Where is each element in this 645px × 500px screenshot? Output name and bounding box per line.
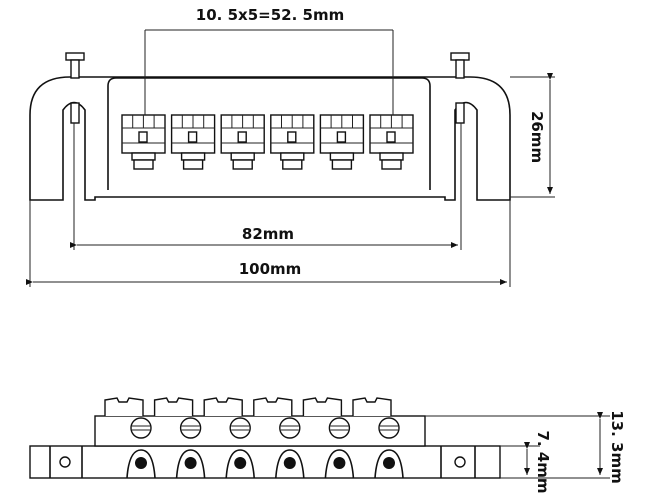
string-slot	[324, 449, 355, 479]
right-post	[450, 52, 470, 124]
intonation-screw	[378, 417, 400, 439]
intonation-screw	[328, 417, 351, 439]
bridge-body-outline	[29, 76, 511, 201]
string-hole	[184, 457, 197, 469]
string-hole	[333, 457, 346, 469]
height-label: 26mm	[528, 111, 546, 163]
saddle-top	[170, 114, 216, 170]
saddle-side	[253, 397, 305, 479]
string-slot	[175, 449, 206, 479]
saddle-housing	[107, 77, 431, 190]
saddle-side	[203, 397, 255, 479]
total-height-label: 13. 3mm	[608, 410, 626, 484]
saddle-top	[270, 114, 315, 170]
intonation-screw	[179, 417, 202, 439]
saddle-top	[319, 114, 365, 170]
saddles-top-view	[121, 114, 414, 170]
string-hole	[383, 457, 395, 469]
saddle-side	[104, 397, 156, 479]
base-plate	[29, 445, 501, 479]
overall-width-label: 100mm	[239, 260, 302, 278]
saddle-top	[220, 114, 265, 170]
string-slot	[225, 449, 255, 479]
base-height-label: 7. 4mm	[534, 430, 552, 493]
saddle-top	[121, 114, 166, 170]
left-post	[65, 52, 85, 124]
mount-hole-left	[59, 456, 71, 468]
intonation-screw	[229, 417, 251, 439]
saddle-side	[302, 397, 355, 479]
top-view: 10. 5x5=52. 5mm 26mm 82mm 100mm	[26, 6, 555, 287]
string-hole	[135, 457, 147, 469]
side-view: 13. 3mm 7. 4mm	[29, 397, 626, 494]
intonation-screw	[130, 417, 152, 439]
saddles-side-view	[104, 397, 404, 479]
post-spacing-label: 82mm	[242, 225, 294, 243]
string-slot	[126, 449, 156, 479]
intonation-screw	[279, 417, 301, 439]
saddle-side	[352, 397, 404, 479]
mount-hole-right	[454, 456, 466, 468]
string-hole	[234, 457, 247, 469]
saddle-side	[153, 397, 206, 479]
string-slot	[374, 449, 404, 479]
saddle-spacing-label: 10. 5x5=52. 5mm	[196, 6, 344, 24]
saddle-top	[369, 114, 414, 170]
string-slot	[275, 449, 305, 479]
string-hole	[283, 457, 296, 469]
